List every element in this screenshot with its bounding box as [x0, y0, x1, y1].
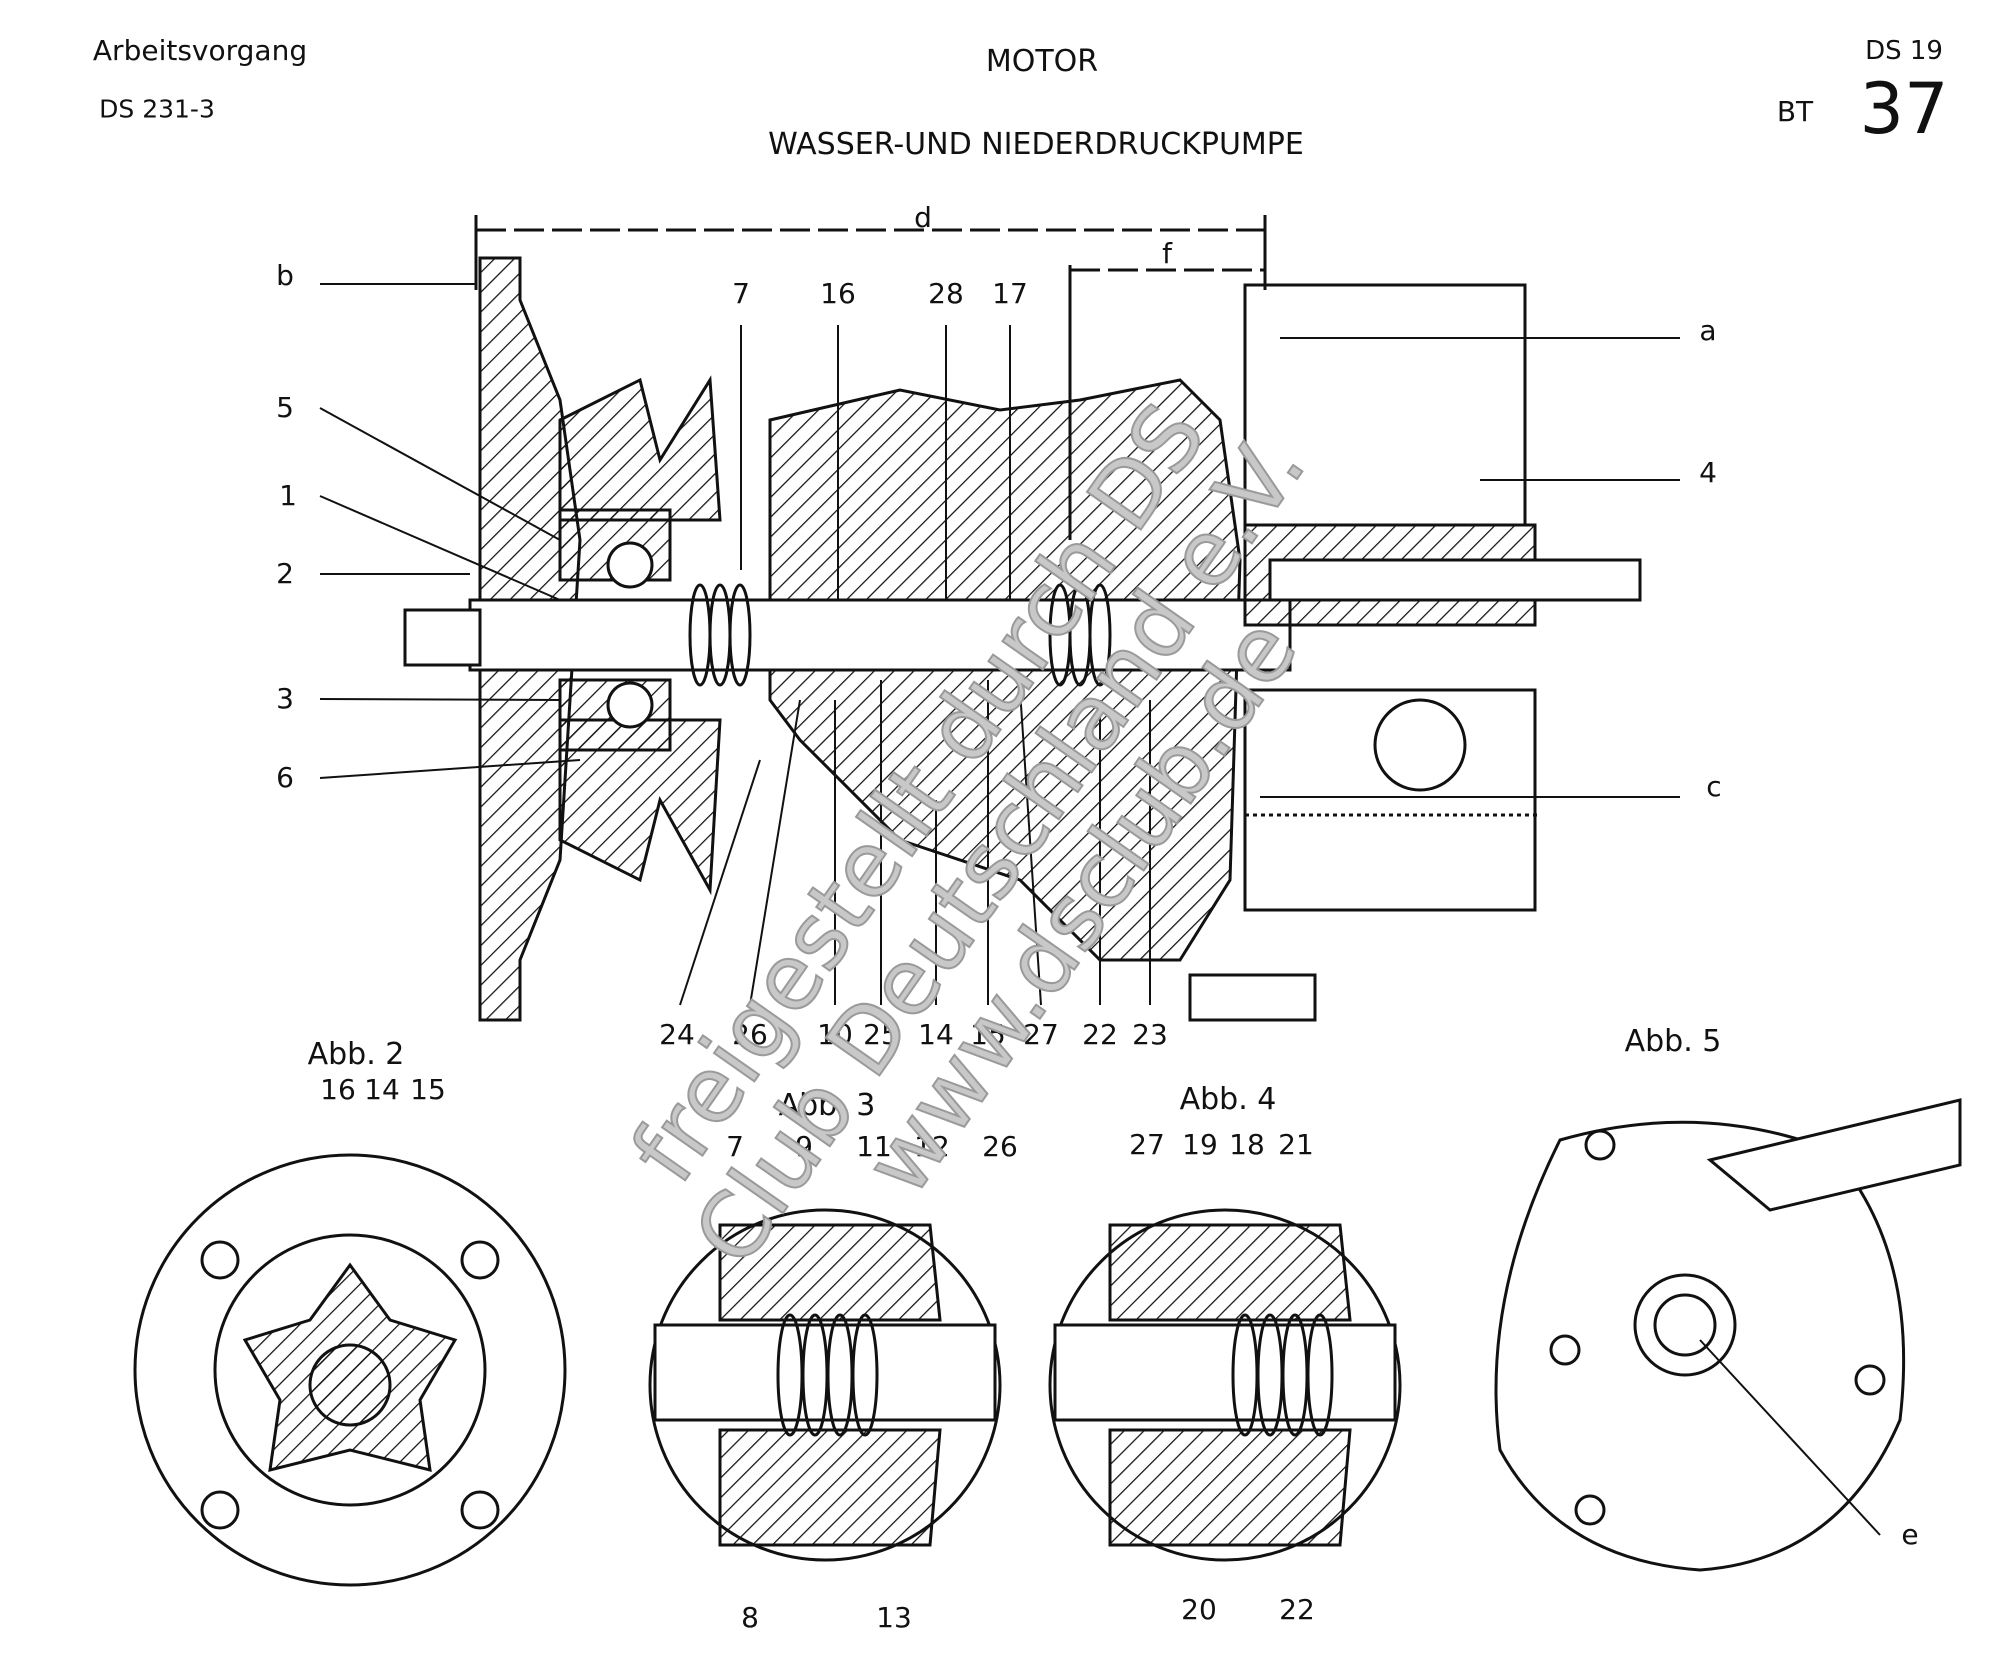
callout-23: 23	[1132, 1018, 1168, 1051]
seal-spring	[688, 583, 1112, 687]
callout-10: 10	[817, 1018, 853, 1051]
abb3-callout-26: 26	[982, 1130, 1018, 1163]
abb5-title: Abb. 5	[1624, 1024, 1722, 1059]
callout-3: 3	[276, 682, 294, 715]
bt-label: BT	[1776, 95, 1814, 128]
callout-4: 4	[1699, 456, 1717, 489]
callout-7: 7	[732, 277, 750, 310]
callout-25: 25	[863, 1018, 899, 1051]
callout-24: 24	[659, 1018, 695, 1051]
callout-2: 2	[276, 557, 294, 590]
dim-label-d: d	[914, 201, 932, 234]
callout-14: 14	[918, 1018, 954, 1051]
callout-28: 28	[928, 277, 964, 310]
abb5-callout-e: e	[1901, 1518, 1919, 1551]
callout-22: 22	[1082, 1018, 1118, 1051]
abb4-title: Abb. 4	[1179, 1082, 1277, 1117]
abb4-drawing	[1048, 1208, 1402, 1562]
abb4-callout-19: 19	[1182, 1128, 1218, 1161]
shaft-nut	[403, 608, 482, 667]
callout-26: 26	[732, 1018, 768, 1051]
mounting-bolt	[1188, 973, 1317, 1022]
page-title: MOTOR	[985, 44, 1099, 79]
abb3-callout-8: 8	[741, 1601, 759, 1634]
operation-label: Arbeitsvorgang	[92, 34, 308, 67]
shaft	[468, 598, 1292, 672]
abb5-drawing	[1494, 1098, 1962, 1572]
callout-6: 6	[276, 761, 294, 794]
callout-c: c	[1706, 770, 1722, 803]
abb3-callout-7: 7	[726, 1130, 744, 1163]
abb3-callout-12: 12	[914, 1130, 950, 1163]
abb4-callout-18: 18	[1229, 1128, 1265, 1161]
abb3-callout-9: 9	[795, 1130, 813, 1163]
abb3-title: Abb. 3	[778, 1088, 876, 1123]
abb4-callout-20: 20	[1181, 1593, 1217, 1626]
abb2-drawing	[133, 1153, 567, 1587]
abb4-callout-22: 22	[1279, 1593, 1315, 1626]
callout-27: 27	[1023, 1018, 1059, 1051]
callout-17: 17	[992, 277, 1028, 310]
abb2-title: Abb. 2	[307, 1037, 405, 1072]
abb3-drawing	[648, 1208, 1002, 1562]
callout-b: b	[276, 259, 294, 292]
page-number: 37	[1859, 68, 1949, 150]
abb2-callout-16: 16	[320, 1073, 356, 1106]
abb2-callout-15: 15	[410, 1073, 446, 1106]
abb3-callout-13: 13	[876, 1601, 912, 1634]
callout-5: 5	[276, 391, 294, 424]
callout-16: 16	[820, 277, 856, 310]
dim-label-f: f	[1162, 237, 1172, 270]
callout-a: a	[1699, 314, 1717, 347]
abb2-callout-14: 14	[364, 1073, 400, 1106]
abb4-callout-27: 27	[1129, 1128, 1165, 1161]
callout-1: 1	[279, 479, 297, 512]
operation-code: DS 231-3	[99, 94, 215, 124]
abb4-callout-21: 21	[1278, 1128, 1314, 1161]
inlet-housing	[1243, 688, 1537, 912]
callout-15: 15	[970, 1018, 1006, 1051]
bolt	[1268, 558, 1642, 602]
model-label: DS 19	[1865, 36, 1943, 66]
page-subtitle: WASSER-UND NIEDERDRUCKPUMPE	[768, 127, 1304, 162]
abb3-callout-11: 11	[856, 1130, 892, 1163]
